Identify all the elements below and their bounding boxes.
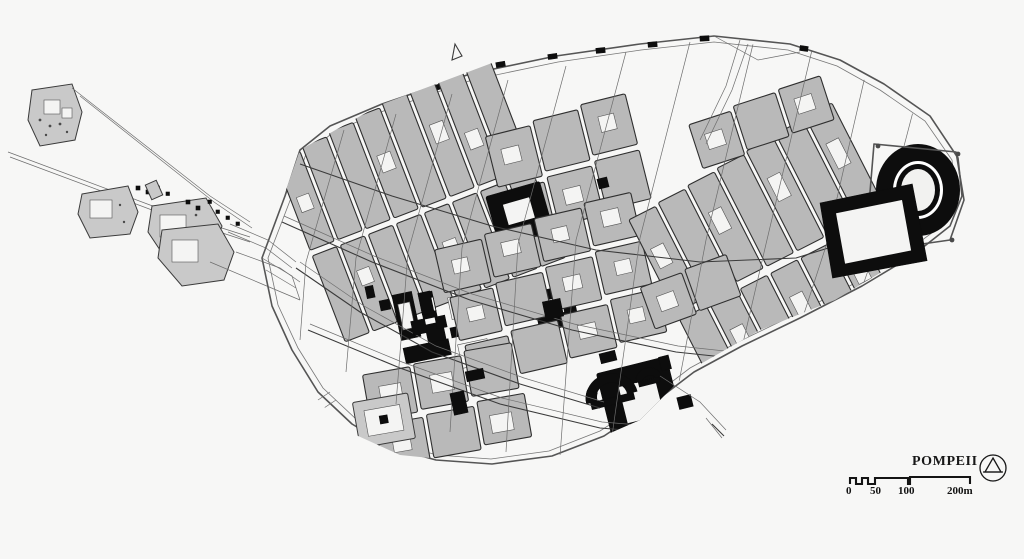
north-arrow-icon xyxy=(979,454,1007,482)
great-palaestra xyxy=(819,183,928,279)
scale-tick-labels: 0 50 100 200m xyxy=(844,485,984,499)
scale-tick-100: 100 xyxy=(898,485,915,497)
southeast-blocks xyxy=(640,254,741,330)
wall-towers xyxy=(144,35,809,201)
villa-of-mysteries xyxy=(27,83,83,147)
suburban-villa-lower-left xyxy=(77,185,139,239)
map-legend: POMPEII 0 50 100 200m xyxy=(846,452,1018,508)
villa-of-diomedes xyxy=(157,223,235,287)
scale-bar xyxy=(848,475,972,485)
suburban-villas-northwest xyxy=(7,83,301,301)
map-title: POMPEII xyxy=(912,454,978,469)
northeast-blocks xyxy=(688,75,835,169)
minor-monuments xyxy=(364,176,694,416)
scale-tick-0: 0 xyxy=(846,485,852,497)
scale-tick-200: 200m xyxy=(947,485,973,497)
gate-approach-roads xyxy=(659,35,801,439)
scale-tick-50: 50 xyxy=(870,485,881,497)
